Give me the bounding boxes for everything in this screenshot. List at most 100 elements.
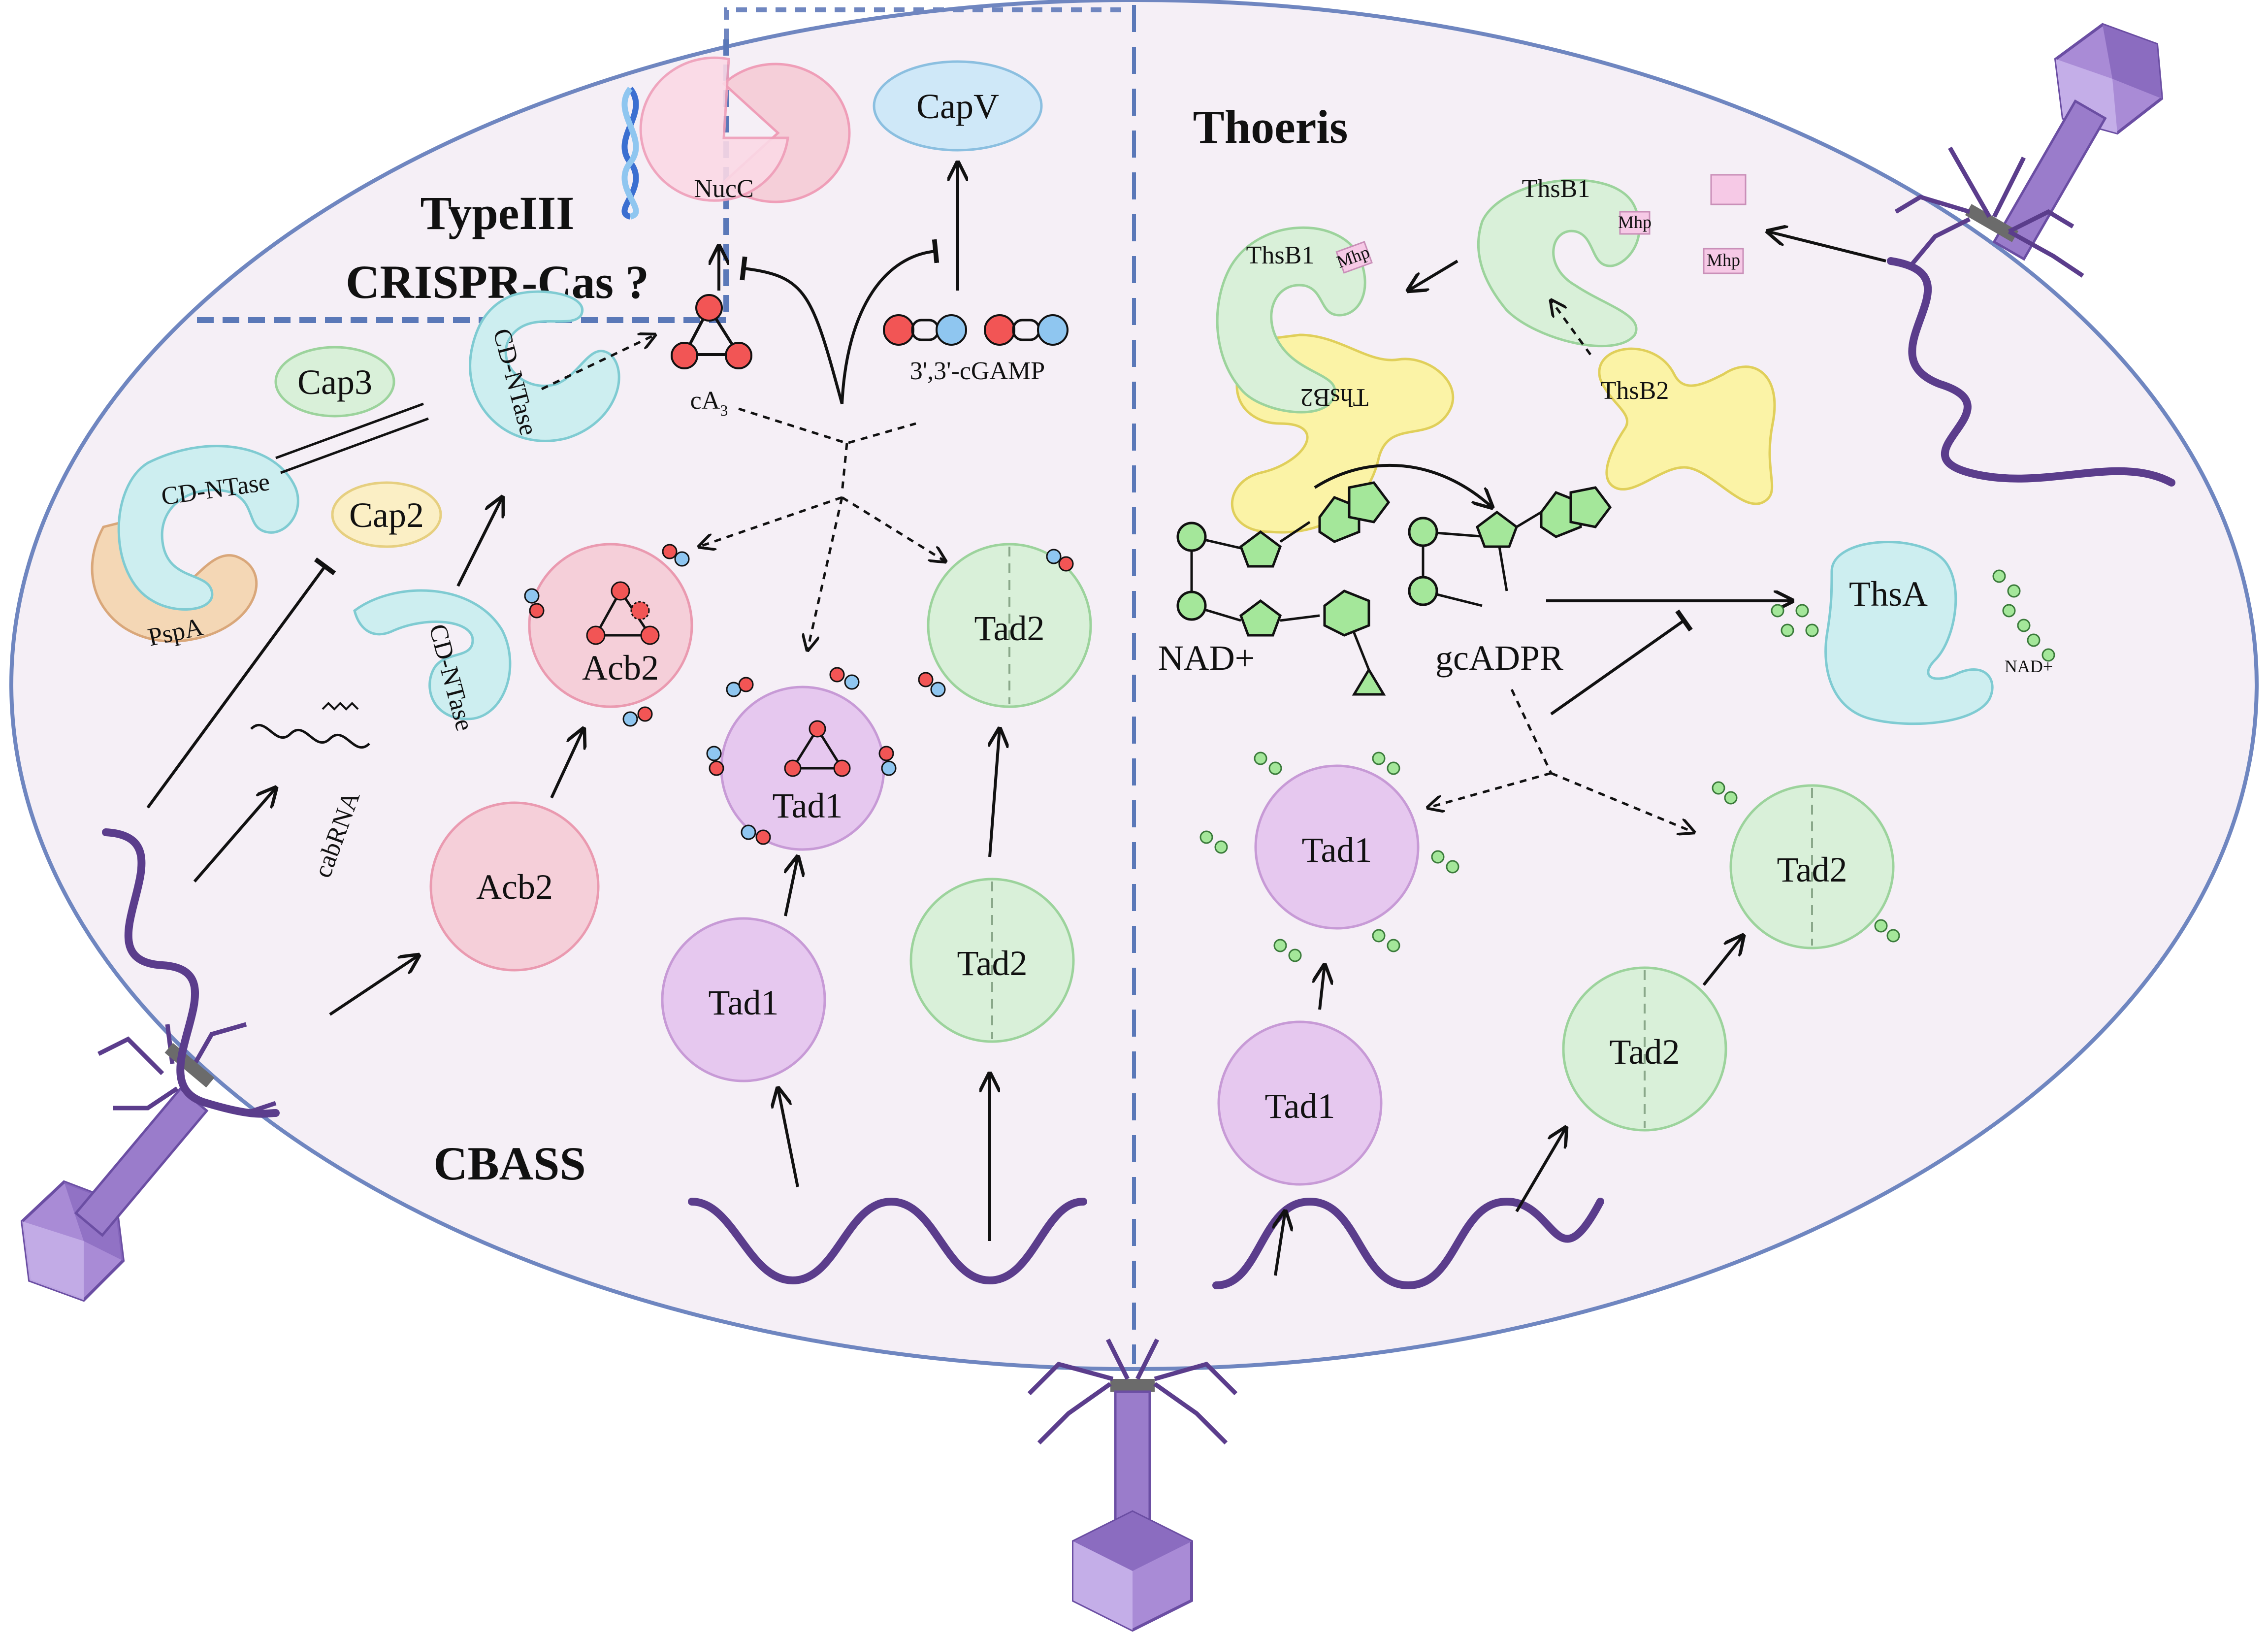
acb2-label-bound: Acb2: [582, 648, 659, 687]
cgamp-small-group-tad2: [918, 549, 1074, 697]
thsb2-label-complex: ThsB2: [1300, 383, 1369, 411]
hub-dashed-mid: [841, 443, 848, 493]
phage-mhp-arrow: [1768, 231, 1886, 262]
inhibit-nucc-line: [740, 256, 843, 404]
short-rna-icon: [322, 702, 359, 711]
tad2-label-free-cbass: Tad2: [957, 944, 1028, 983]
cgamp-small-group-acb2: [524, 544, 690, 727]
inhibit-pspa-line: [146, 557, 336, 809]
type3-title-line2: CRISPR-Cas ?: [346, 256, 649, 308]
cdntase-activation-arrow: [456, 497, 502, 587]
tad2-label-free-thoeris: Tad2: [1610, 1032, 1680, 1072]
tad2-binding-thoeris-arrow: [1702, 936, 1743, 986]
phage-tail: [1114, 1390, 1151, 1521]
acb2-protein-free: [429, 801, 600, 972]
gcadpr-small-group-thsa: [1771, 569, 2055, 662]
nad-to-gcadpr-arrow: [1314, 463, 1492, 507]
tad2-label-bound-thoeris: Tad2: [1777, 850, 1847, 889]
nucc-label: NucC: [694, 175, 753, 203]
tad1-binding-thoeris-arrow: [1320, 965, 1325, 1010]
thsa-protein: [1824, 541, 1994, 725]
type3-title-line1: TypeIII: [421, 187, 575, 239]
dna-to-acb2-arrow: [329, 955, 419, 1016]
cdntase-inactive: [353, 589, 512, 720]
inhibit-thsa-line: [1550, 609, 1693, 716]
cdntase-active: [469, 290, 620, 442]
thsb1-label-complex: ThsB1: [1246, 241, 1315, 269]
hub-to-tad1-arrow: [808, 497, 843, 650]
capv-label: CapV: [916, 87, 999, 126]
hub-to-tad1-thoeris-arrow: [1428, 772, 1552, 808]
tad1-label-bound-thoeris: Tad1: [1302, 830, 1372, 870]
nucc-protein: NucC: [639, 56, 851, 203]
cap3-label: Cap3: [297, 362, 372, 402]
dna-to-tad2-thoeris-arrow: [1515, 1128, 1566, 1212]
tad1-label-bound-cbass: Tad1: [773, 786, 843, 825]
phage-tail: [74, 1086, 209, 1237]
mhp-label-1: Mhp: [1618, 212, 1652, 232]
thsb1-complex-arrow: [1408, 260, 1458, 291]
phage-dna-right-top: [1887, 257, 2175, 487]
thsb2-protein-free: [1598, 347, 1776, 505]
thsb1-label-free: ThsB1: [1522, 175, 1590, 203]
phage-dna-left: [102, 828, 280, 1118]
mhp-protein-2: [1710, 174, 1747, 205]
tad1-label-free-thoeris: Tad1: [1265, 1086, 1335, 1126]
mhp-label-3: Mhp: [1707, 250, 1740, 270]
acb2-protein-bound: [528, 543, 693, 708]
cabrna-icon: [250, 724, 370, 749]
tad2-protein-bound-thoeris: [1729, 784, 1895, 949]
cgamp-molecule: [883, 314, 1069, 346]
nad-label: NAD+: [1158, 638, 1255, 678]
dna-to-cabrna-arrow: [193, 788, 276, 883]
thsb1-protein-free: [1477, 179, 1641, 348]
thsb2-label-free: ThsB2: [1601, 377, 1669, 405]
mhp-protein-3: [1703, 248, 1744, 274]
dna-helix-icon: [621, 87, 639, 220]
gcadpr-molecule: [1408, 486, 1612, 607]
pspa-cdntase-complex: [91, 445, 299, 643]
cgamp-small-group-tad1: [706, 667, 897, 845]
mhp-protein-1: [1619, 211, 1651, 235]
cap3-protein: [274, 346, 395, 418]
acb2-label-free: Acb2: [476, 867, 553, 907]
cbass-title: CBASS: [433, 1137, 585, 1190]
cap2-label: Cap2: [349, 495, 424, 535]
thsa-label: ThsA: [1849, 574, 1928, 614]
thsb2-dashed-arrow: [1551, 300, 1592, 356]
tad2-protein-free-cbass: [909, 878, 1075, 1043]
phage-bottom-center: [1027, 1338, 1238, 1632]
phage-top-right: [1894, 23, 2164, 278]
thoeris-title: Thoeris: [1193, 100, 1348, 153]
type3-region-top-border: [724, 7, 1128, 39]
tad1-protein-bound-thoeris: [1254, 764, 1420, 930]
tad2-binding-arrow: [990, 729, 1000, 857]
cap3-binding-lines: [275, 402, 429, 474]
gcadpr-small-group-tad1: [1199, 752, 1459, 962]
inhibit-capv-line: [841, 239, 940, 404]
gcadpr-small-group-tad2: [1712, 781, 1900, 943]
ca3-label: cA3: [690, 387, 728, 419]
acb2-binding-arrow: [550, 729, 583, 799]
tad2-label-bound-cbass: Tad2: [974, 609, 1045, 648]
dna-to-tad1-arrow: [778, 1088, 799, 1187]
tad2-protein-free-thoeris: [1562, 966, 1727, 1132]
tad1-protein-free-cbass: [661, 917, 826, 1082]
nad-molecule: [1176, 481, 1391, 696]
tad1-protein-free-thoeris: [1217, 1020, 1383, 1186]
cgamp-label: 3',3'-cGAMP: [910, 357, 1045, 385]
capv-protein: [873, 60, 1043, 152]
tad1-label-free-cbass: Tad1: [709, 983, 779, 1022]
dna-to-tad1-thoeris-arrow: [1275, 1211, 1285, 1276]
hub-to-tad2-thoeris-arrow: [1551, 772, 1694, 832]
ca3-molecule: [671, 294, 752, 369]
phage-dna-center: [688, 1197, 1087, 1285]
phage-bottom-left: [20, 1022, 277, 1302]
gcadpr-hub-dash: [1510, 688, 1553, 774]
tad1-binding-arrow: [785, 857, 798, 916]
tad2-protein-bound-cbass: [927, 543, 1092, 708]
phage-tail: [1992, 99, 2107, 261]
gcadpr-label: gcADPR: [1435, 638, 1563, 678]
cap2-protein: [331, 481, 442, 548]
